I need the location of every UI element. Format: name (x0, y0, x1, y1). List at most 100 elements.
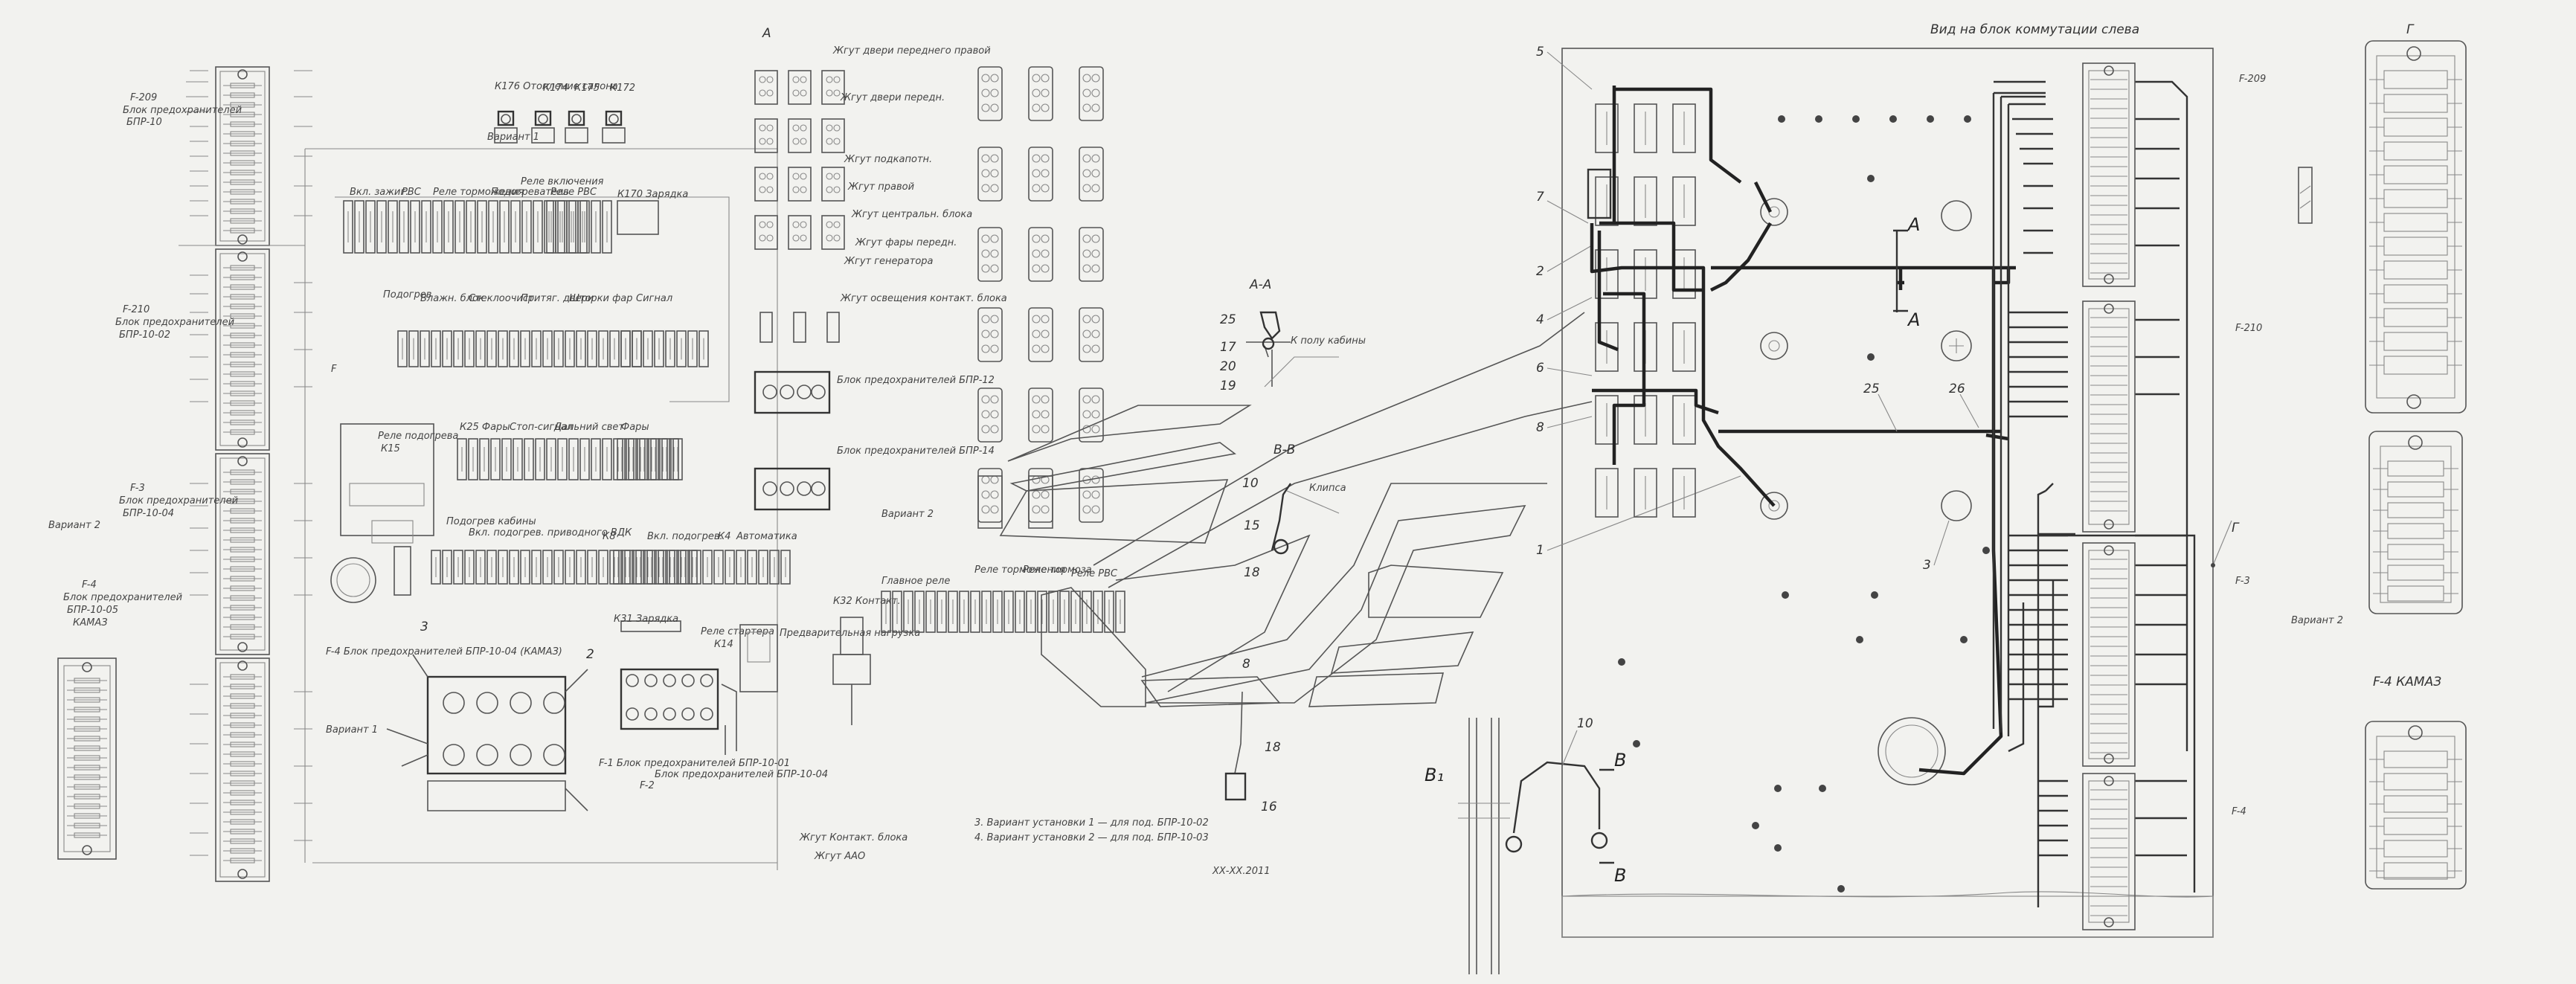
kont-label: К32 Контакт. (833, 596, 901, 607)
harness-connector (754, 118, 778, 153)
relay (635, 550, 646, 585)
relay (1048, 591, 1059, 633)
far-right-variant2: Вариант 2 (2291, 615, 2343, 626)
relay (464, 550, 475, 585)
relay (780, 550, 791, 585)
relay (443, 200, 454, 254)
f3-type: БПР-10-04 (123, 508, 174, 519)
panel-relay (1634, 468, 1657, 518)
section-b1-label: В₁ (1424, 765, 1444, 785)
k21-label: Реле включения (521, 176, 604, 187)
mounting-hole (1982, 547, 1990, 554)
section-b-down: В (1614, 865, 1626, 886)
item-10-c: 10 (1577, 716, 1593, 731)
relay (499, 200, 510, 254)
relay (948, 591, 958, 633)
connector-plug (1079, 388, 1104, 443)
relay (509, 330, 519, 367)
relay (524, 438, 534, 480)
relay (914, 591, 925, 633)
view-title: Вид на блок коммутации слева (1930, 22, 2139, 37)
relay (646, 550, 657, 585)
zhgut1-label: Жгут Контакт. блока (799, 832, 908, 843)
panel-relay (1595, 322, 1619, 372)
relay (665, 330, 675, 367)
panel-right-labels: F-209 F-210 F-3 F-4 Г (2211, 74, 2266, 817)
relay (672, 438, 683, 480)
connector-plug (1028, 227, 1053, 282)
label-k4: К4 (718, 531, 731, 542)
relay (624, 550, 635, 585)
connector-plug (1079, 307, 1104, 362)
item-10-b: 10 (1242, 476, 1259, 491)
f4-block-label: F-4 Блок предохранителей БПР-10-04 (КАМА… (326, 646, 562, 657)
top-relay (534, 110, 552, 126)
relay (992, 591, 1003, 633)
relay (421, 200, 431, 254)
relay (553, 330, 564, 367)
var2-label: Вариант 2 (881, 509, 934, 520)
item-5: 5 (1536, 45, 1544, 60)
relay (431, 550, 441, 585)
mounting-hole (1856, 636, 1863, 643)
k170-relay (617, 200, 659, 235)
connector-plug (977, 475, 1003, 529)
relay (579, 200, 590, 254)
far-right-blocks: Г Вариант 2 F-4 КАМАЗ (2291, 22, 2467, 890)
relay (747, 550, 757, 585)
connector-plug (1028, 307, 1053, 362)
right-f4: F-4 (2232, 806, 2246, 817)
relay (542, 550, 553, 585)
relay (432, 200, 443, 254)
item-1: 1 (1536, 543, 1544, 558)
k170-label: К170 Зарядка (617, 189, 688, 200)
harness-connector (788, 118, 812, 153)
relay (981, 591, 992, 633)
f209-name: Блок предохранителей (123, 105, 242, 116)
relay (628, 438, 638, 480)
panel-fuse-columns (2082, 62, 2136, 930)
relay (520, 330, 530, 367)
callout-bolt: К полу кабины (1291, 335, 1366, 347)
label-podogrev-kabiny: Подогрев кабины (446, 516, 536, 527)
harness-connector (754, 70, 778, 105)
mounting-hole (1960, 636, 1968, 643)
relay (477, 200, 487, 254)
label-k25: К25 Фары (460, 422, 510, 433)
connector-plug (1028, 388, 1053, 443)
relay-area: Вариант 1 К176 Отопление салона К174 К17… (179, 81, 920, 870)
relay (520, 550, 530, 585)
item-3: 3 (1923, 558, 1931, 573)
mounting-hole (1774, 785, 1782, 792)
panel-relay (1595, 103, 1619, 153)
variant2-left: Вариант 2 (48, 520, 100, 531)
f4-code: F-4 (82, 579, 97, 591)
label-podogrev: Подогрев (383, 289, 431, 300)
relay (691, 550, 701, 585)
relay (959, 591, 969, 633)
connector-plug (1079, 227, 1104, 282)
relay (397, 330, 408, 367)
relay (442, 330, 452, 367)
relay (698, 330, 709, 367)
section-a-mark2: А (1907, 309, 1920, 330)
relay (557, 438, 568, 480)
legend-7: Жгут освещения контакт. блока (840, 293, 1007, 304)
callout-clamp: Клипса (1309, 483, 1346, 494)
relay (598, 550, 608, 585)
relay (464, 330, 475, 367)
item-8: 8 (1536, 420, 1544, 435)
label-stekloochist: Стеклоочист. (469, 293, 537, 304)
relay (521, 200, 532, 254)
relay (568, 438, 579, 480)
item-19: 19 (1220, 379, 1236, 393)
label-vkl-vozd: Вкл. подогрев. (647, 531, 723, 542)
k172-label: К172 (610, 83, 635, 94)
legend-5: Жгут фары передн. (855, 237, 957, 248)
relay (498, 550, 508, 585)
relay (576, 330, 586, 367)
f3-code: F-3 (130, 483, 145, 494)
connector-plug (977, 227, 1003, 282)
mounting-hole (1752, 822, 1759, 829)
far-right-g: Г (2406, 22, 2415, 37)
